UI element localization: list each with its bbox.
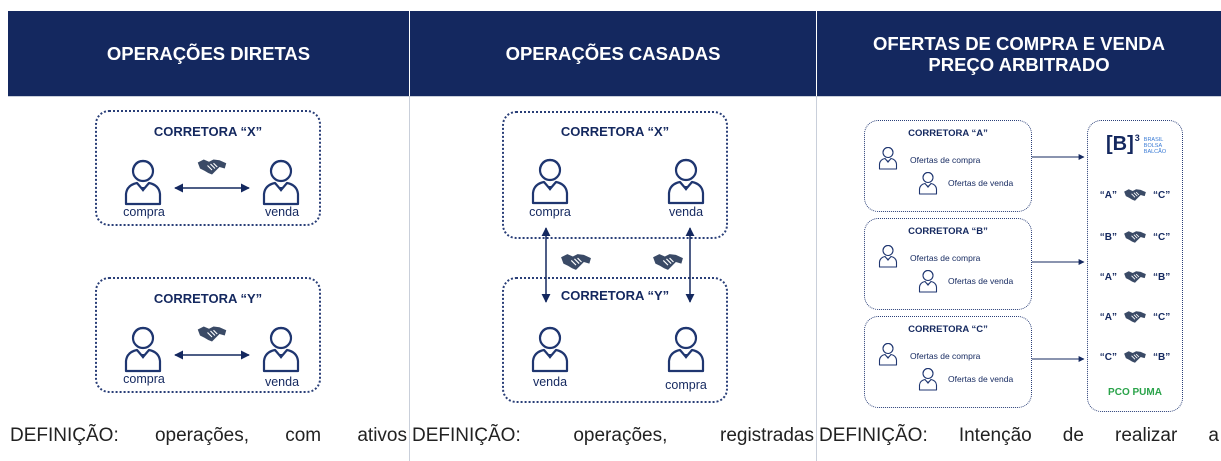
person-label: compra xyxy=(123,372,165,386)
pair-right: “B” xyxy=(1153,351,1171,363)
header-divider xyxy=(8,96,409,97)
match-pair: “C” “B” xyxy=(1088,349,1182,365)
corretora-box: CORRETORA “B” Ofertas de compra Ofertas … xyxy=(864,218,1032,310)
b3-logo-sup: 3 xyxy=(1134,133,1140,143)
pco-puma-label: PCO PUMA xyxy=(1108,387,1162,398)
handshake-icon xyxy=(1123,269,1147,285)
buyer-person-icon xyxy=(530,157,570,205)
bidirectional-arrow xyxy=(174,350,250,360)
person-label: venda xyxy=(532,375,568,389)
corretora-box: CORRETORA “Y” compra venda xyxy=(95,277,321,393)
b3-name-line: BRASIL xyxy=(1143,137,1164,143)
buyer-person-icon xyxy=(666,325,706,373)
handshake-icon xyxy=(197,323,227,345)
sell-offers-label: Ofertas de venda xyxy=(948,276,1014,286)
handshake-icon xyxy=(1123,229,1147,245)
vertical-arrow-left xyxy=(541,227,551,303)
seller-person-icon xyxy=(918,269,938,293)
pair-left: “A” xyxy=(1099,271,1117,283)
seller-person-icon xyxy=(918,367,938,391)
column-divider xyxy=(409,96,410,461)
seller-person-icon xyxy=(666,157,706,205)
buyer-person-icon xyxy=(123,325,163,373)
buyer-person-icon xyxy=(878,146,898,170)
column-header: OPERAÇÕES CASADAS xyxy=(410,11,816,96)
box-title: CORRETORA “Y” xyxy=(560,288,670,303)
seller-person-icon xyxy=(918,171,938,195)
pair-right: “C” xyxy=(1153,311,1171,323)
handshake-icon xyxy=(560,251,592,273)
column-operacoes-diretas: OPERAÇÕES DIRETAS CORRETORA “X” compra v… xyxy=(8,11,409,461)
b3-name-line: BOLSA xyxy=(1143,143,1163,149)
box-title: CORRETORA “C” xyxy=(908,324,988,335)
pair-left: “C” xyxy=(1099,351,1117,363)
definition-text: DEFINIÇÃO: operações, registradas xyxy=(412,425,814,446)
pair-right: “C” xyxy=(1153,189,1171,201)
seller-person-icon xyxy=(261,158,301,206)
person-label: venda xyxy=(264,375,300,389)
corretora-box: CORRETORA “Y” venda compra xyxy=(502,277,728,403)
sell-offers-label: Ofertas de venda xyxy=(948,178,1014,188)
box-title: CORRETORA “B” xyxy=(908,226,988,237)
buyer-person-icon xyxy=(878,244,898,268)
b3-name-line: BALCÃO xyxy=(1143,149,1167,155)
match-pair: “A” “B” xyxy=(1088,269,1182,285)
pair-right: “B” xyxy=(1153,271,1171,283)
person-label: compra xyxy=(529,205,571,219)
column-header: OPERAÇÕES DIRETAS xyxy=(8,11,409,96)
column-divider xyxy=(816,96,817,461)
buy-offers-label: Ofertas de compra xyxy=(910,351,981,361)
handshake-icon xyxy=(1123,309,1147,325)
corretora-box: CORRETORA “X” compra venda xyxy=(95,110,321,226)
pair-right: “C” xyxy=(1153,231,1171,243)
corretora-box: CORRETORA “C” Ofertas de compra Ofertas … xyxy=(864,316,1032,408)
handshake-icon xyxy=(1123,187,1147,203)
person-label: compra xyxy=(123,205,165,219)
buyer-person-icon xyxy=(123,158,163,206)
box-title: CORRETORA “X” xyxy=(560,124,670,139)
person-label: venda xyxy=(264,205,300,219)
seller-person-icon xyxy=(530,325,570,373)
arrow-to-exchange xyxy=(1032,356,1085,362)
match-pair: “B” “C” xyxy=(1088,229,1182,245)
corretora-box: CORRETORA “X” compra venda xyxy=(502,111,728,239)
match-pair: “A” “C” xyxy=(1088,187,1182,203)
box-title: CORRETORA “Y” xyxy=(153,291,263,306)
header-line: PREÇO ARBITRADO xyxy=(928,53,1110,75)
vertical-arrow-right xyxy=(685,227,695,303)
b3-logo: [B] 3 BRASIL BOLSA BALCÃO xyxy=(1106,133,1166,156)
pair-left: “A” xyxy=(1099,311,1117,323)
handshake-icon xyxy=(197,156,227,178)
header-divider xyxy=(410,96,816,97)
b3-logo-name: BRASIL BOLSA BALCÃO xyxy=(1144,137,1166,155)
seller-person-icon xyxy=(261,325,301,373)
buy-offers-label: Ofertas de compra xyxy=(910,155,981,165)
b3-logo-mark: [B] xyxy=(1106,133,1134,155)
handshake-icon xyxy=(652,251,684,273)
match-pair: “A” “C” xyxy=(1088,309,1182,325)
handshake-icon xyxy=(1123,349,1147,365)
definition-text: DEFINIÇÃO: Intenção de realizar a xyxy=(819,425,1219,446)
column-header: OFERTAS DE COMPRA E VENDA PREÇO ARBITRAD… xyxy=(817,11,1221,96)
arrow-to-exchange xyxy=(1032,154,1085,160)
bidirectional-arrow xyxy=(174,183,250,193)
arrow-to-exchange xyxy=(1032,259,1085,265)
exchange-box: [B] 3 BRASIL BOLSA BALCÃO “A” “C” “B” “C… xyxy=(1087,120,1183,412)
pair-left: “A” xyxy=(1099,189,1117,201)
buy-offers-label: Ofertas de compra xyxy=(910,253,981,263)
box-title: CORRETORA “X” xyxy=(153,124,263,139)
column-ofertas-preco-arbitrado: OFERTAS DE COMPRA E VENDA PREÇO ARBITRAD… xyxy=(817,11,1221,461)
person-label: compra xyxy=(665,378,707,392)
pair-left: “B” xyxy=(1099,231,1117,243)
box-title: CORRETORA “A” xyxy=(908,128,988,139)
column-operacoes-casadas: OPERAÇÕES CASADAS CORRETORA “X” compra v… xyxy=(410,11,816,461)
person-label: venda xyxy=(668,205,704,219)
header-line: OFERTAS DE COMPRA E VENDA xyxy=(873,32,1165,54)
buyer-person-icon xyxy=(878,342,898,366)
header-divider xyxy=(817,96,1221,97)
sell-offers-label: Ofertas de venda xyxy=(948,374,1014,384)
corretora-box: CORRETORA “A” Ofertas de compra Ofertas … xyxy=(864,120,1032,212)
definition-text: DEFINIÇÃO: operações, com ativos xyxy=(10,425,407,446)
